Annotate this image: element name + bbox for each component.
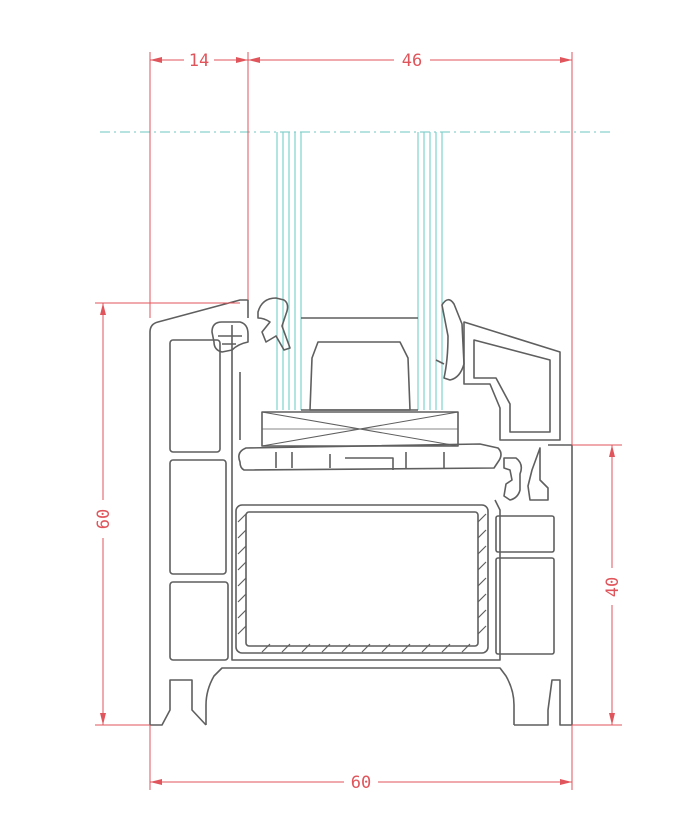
- frame-chamber-5: [495, 557, 555, 655]
- glazing-bead-outer: [257, 297, 291, 351]
- dim-label-bottom-width: 60: [351, 773, 371, 793]
- spacer-block: [309, 341, 411, 411]
- dim-label-top-left: 14: [189, 51, 209, 71]
- inner-gasket: [503, 457, 523, 501]
- sash-left-wall: [231, 325, 501, 661]
- outer-gasket: [211, 321, 249, 353]
- frame-bottom-contour: [205, 444, 573, 726]
- steel-reinforcement: [235, 504, 489, 654]
- dim-label-left-height: 60: [94, 509, 114, 529]
- pvc-profile: [149, 297, 573, 726]
- dim-label-right-height: 40: [603, 577, 623, 597]
- frame-chamber-1: [169, 339, 221, 453]
- frame-chamber-4: [495, 515, 555, 553]
- frame-chamber-3: [169, 581, 229, 661]
- dimension-lines: [95, 52, 622, 790]
- glass-pane-outer: [276, 132, 302, 410]
- frame-chamber-2: [169, 459, 227, 575]
- frame-outer-contour: [149, 299, 249, 726]
- glazing-bead-inner: [441, 298, 465, 381]
- sash-rail: [238, 443, 502, 471]
- dim-label-top-right: 46: [402, 51, 422, 71]
- steel-hatching: [237, 513, 487, 653]
- dimension-arrows: [100, 57, 615, 785]
- sash-inner-chamber: [463, 321, 561, 441]
- glass-pane-inner: [417, 132, 443, 410]
